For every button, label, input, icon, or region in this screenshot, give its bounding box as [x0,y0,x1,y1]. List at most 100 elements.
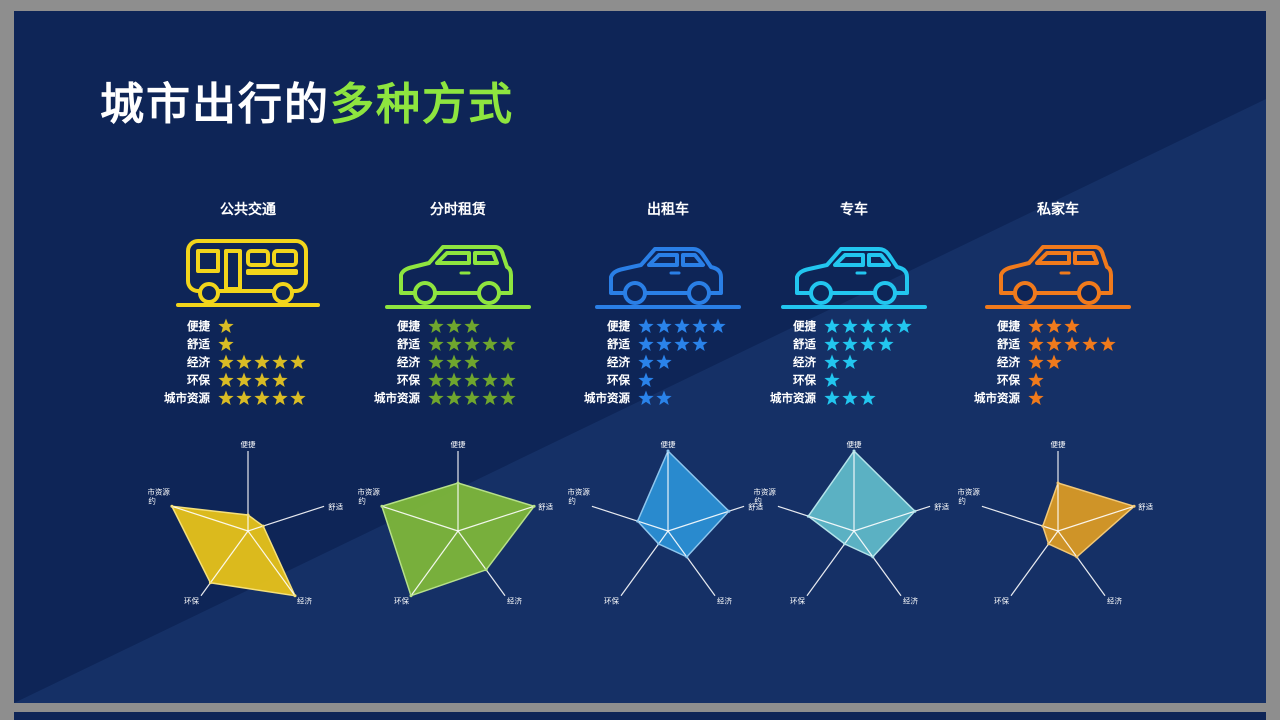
radar-point [852,449,856,453]
rating-label: 经济 [607,355,630,369]
radar-point [261,524,265,528]
car-body [999,245,1113,295]
star-rating [637,389,673,407]
rating-row: 环保 [572,371,727,389]
radar-point [170,504,174,508]
star-icon [218,336,234,351]
star-icon [824,390,840,405]
star-icon [1028,318,1044,333]
star-icon [254,354,270,369]
bus-wheel [198,282,220,304]
star-icon [446,372,462,387]
suv-icon [385,245,531,309]
star-icon [842,390,858,405]
star-icon [656,354,672,369]
rating-label: 经济 [793,355,816,369]
radar-axis [200,530,249,597]
star-icon [464,390,480,405]
star-rating [427,389,517,407]
rating-row: 城市资源 [572,389,727,407]
radar-point [657,542,661,546]
rating-row: 环保 [362,371,517,389]
rating-row: 环保 [758,371,913,389]
star-rating [823,371,841,389]
star-icon [1064,318,1080,333]
star-icon [674,318,690,333]
radar-axis [457,530,506,597]
radar-area [807,449,916,558]
star-rating [1027,335,1117,353]
star-icon [692,318,708,333]
star-icon [446,390,462,405]
star-icon [236,372,252,387]
rating-label: 环保 [187,373,210,387]
star-rating [217,389,307,407]
radar-axis-label: 城市资源 [148,486,170,496]
star-icon [824,354,840,369]
star-icon [254,390,270,405]
star-icon [638,318,654,333]
star-icon [464,372,480,387]
star-icon [1046,336,1062,351]
star-rating [427,335,517,353]
radar-axis-label: 环保 [394,597,409,606]
radar-axis-label: 便捷 [451,441,466,449]
radar-point [685,555,689,559]
car-wheel [1077,281,1101,305]
rating-label: 经济 [397,355,420,369]
car-windows [647,253,705,267]
star-icon [218,372,234,387]
star-icon [860,318,876,333]
car-wheel [687,281,711,305]
star-icon [1028,390,1044,405]
rating-row: 环保 [152,371,307,389]
star-rating [427,371,517,389]
radar-axis-label: 舒适 [934,501,949,511]
star-rating [217,335,235,353]
radar-axis [667,530,716,597]
title-main: 城市出行的 [100,79,330,130]
radar-axis [1057,530,1106,597]
slide-title: 城市出行的多种方式 [100,83,514,127]
rating-label: 舒适 [793,337,816,351]
radar-point [871,555,875,559]
star-icon [218,354,234,369]
radar-point [208,581,212,585]
star-icon [656,318,672,333]
radar-point [666,449,670,453]
rating-row: 经济 [362,353,517,371]
star-icon [1046,354,1062,369]
column-title-taxi: 出租车 [647,202,689,218]
rating-row: 经济 [758,353,913,371]
star-icon [428,318,444,333]
radar-axis-label: 环保 [604,597,619,606]
car-wheel [809,281,833,305]
star-icon [236,354,252,369]
rating-row: 便捷 [362,317,517,335]
star-icon [896,318,912,333]
radar-axis-label: 舒适 [328,501,343,511]
radar-point [843,542,847,546]
radar-axis [381,505,459,532]
radar-area [636,449,730,558]
radar-axis [247,505,325,532]
star-icon [1028,372,1044,387]
radar-point [246,513,250,517]
car-body [399,245,513,295]
rating-row: 舒适 [962,335,1117,353]
star-icon [500,372,516,387]
title-highlight: 多种方式 [330,79,514,130]
rating-label: 城市资源 [164,391,210,405]
star-icon [218,318,234,333]
rating-row: 便捷 [962,317,1117,335]
radar-point [380,504,384,508]
star-icon [674,336,690,351]
star-icon [1046,318,1062,333]
car-wheel [623,281,647,305]
star-rating [427,353,481,371]
radar-point [532,504,536,508]
star-icon [638,354,654,369]
rating-label: 城市资源 [974,391,1020,405]
rating-table-public-transit: 便捷舒适经济环保城市资源 [152,317,307,407]
